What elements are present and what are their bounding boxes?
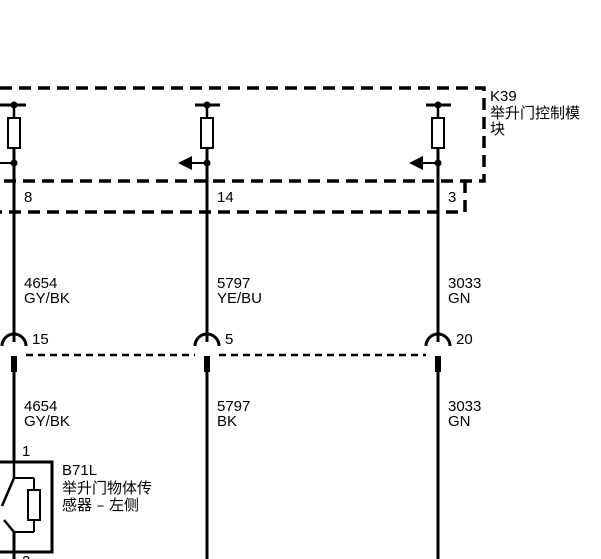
sensor-name-line1: 举升门物体传 (62, 479, 152, 497)
sensor-pin-top: 1 (22, 443, 30, 460)
wire-2 (178, 101, 221, 559)
module-ref: K39 (490, 88, 517, 105)
sensor-name-line2: 感器 – 左侧 (62, 496, 139, 514)
lower-color-1: GY/BK (24, 413, 70, 430)
connector-pin-3: 20 (456, 331, 473, 348)
upper-color-2: YE/BU (217, 290, 262, 307)
module-name-line2: 块 (490, 120, 505, 138)
upper-circuit-1: 4654 (24, 275, 57, 292)
lower-circuit-2: 5797 (217, 398, 250, 415)
upper-circuit-3: 3033 (448, 275, 481, 292)
sensor-ref: B71L (62, 462, 97, 479)
upper-circuit-2: 5797 (217, 275, 250, 292)
module-pin-3: 3 (448, 189, 456, 206)
lower-color-2: BK (217, 413, 237, 430)
upper-color-1: GY/BK (24, 290, 70, 307)
upper-color-3: GN (448, 290, 471, 307)
module-name-line1: 举升门控制模 (490, 104, 580, 122)
module-pin-1: 8 (24, 189, 32, 206)
lower-circuit-1: 4654 (24, 398, 57, 415)
module-pin-2: 14 (217, 189, 234, 206)
connector-pin-1: 15 (32, 331, 49, 348)
module-outline (0, 86, 486, 214)
sensor-pin-bottom: 2 (22, 553, 30, 559)
connector-pin-2: 5 (225, 331, 233, 348)
wire-1 (0, 101, 28, 462)
lower-circuit-3: 3033 (448, 398, 481, 415)
lower-color-3: GN (448, 413, 471, 430)
wire-3 (409, 101, 452, 559)
sensor-symbol (0, 460, 54, 559)
